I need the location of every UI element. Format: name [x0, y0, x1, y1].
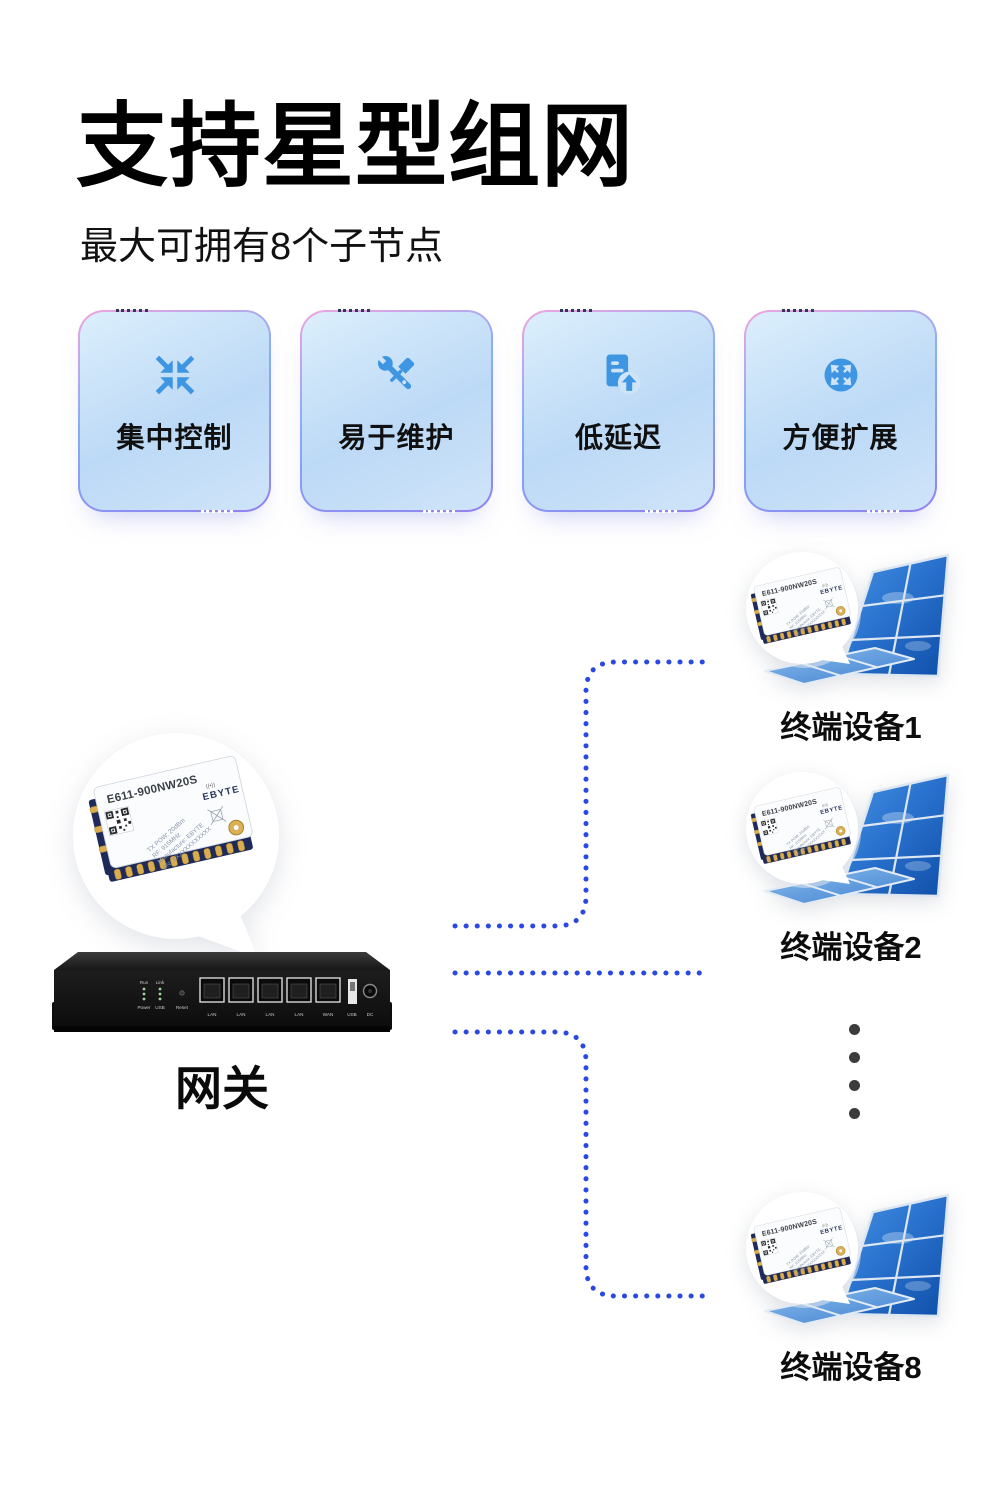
terminal-device-2: 终端设备2 — [690, 766, 980, 967]
expand-arrows-icon — [824, 358, 857, 392]
svg-text:LAN: LAN — [266, 1012, 275, 1017]
svg-text:Reset: Reset — [176, 1005, 189, 1010]
feature-label: 低延迟 — [574, 422, 662, 453]
gateway-label: 网关 — [175, 1062, 269, 1115]
feature-label: 集中控制 — [116, 422, 233, 453]
ellipsis-dots — [849, 1024, 860, 1119]
terminal-label: 终端设备2 — [780, 930, 922, 965]
tools-icon — [377, 355, 414, 390]
feature-card-centralized-control: 集中控制 — [78, 309, 271, 513]
svg-text:Run: Run — [140, 980, 149, 985]
led-cluster: Run Link Power USB — [137, 980, 164, 1010]
card-dot-decoration — [338, 309, 370, 312]
connector-path-terminal1 — [452, 659, 715, 929]
terminal-label: 终端设备1 — [780, 710, 922, 745]
feature-cards: 集中控制 易于维护 — [78, 309, 937, 513]
svg-text:WAN: WAN — [323, 1012, 334, 1017]
page-subtitle: 最大可拥有8个子节点 — [80, 226, 444, 268]
feature-label: 易于维护 — [338, 422, 455, 453]
rj45-port: LAN — [199, 977, 225, 1017]
dc-jack: DC — [362, 983, 378, 1017]
terminal-device-8: 终端设备8 — [690, 1186, 980, 1387]
page-title: 支持星型组网 — [76, 96, 635, 198]
card-dot-decoration — [116, 309, 148, 312]
feature-label: 方便扩展 — [782, 422, 899, 453]
svg-text:USB: USB — [347, 1012, 356, 1017]
compress-arrows-icon — [155, 355, 194, 395]
svg-text:Power: Power — [137, 1005, 150, 1010]
svg-text:LAN: LAN — [237, 1012, 246, 1017]
rj45-port: LAN — [257, 977, 283, 1017]
svg-text:Link: Link — [156, 980, 165, 985]
card-dot-decoration — [782, 309, 814, 312]
terminal-label: 终端设备8 — [780, 1350, 922, 1385]
card-dot-decoration — [645, 510, 677, 513]
card-dot-decoration — [560, 309, 592, 312]
rj45-port: WAN — [315, 977, 341, 1017]
card-dot-decoration — [201, 510, 233, 513]
terminal-device-1: 终端设备1 — [690, 546, 980, 747]
svg-text:USB: USB — [155, 1005, 164, 1010]
upload-doc-icon — [606, 354, 641, 395]
card-dot-decoration — [423, 510, 455, 513]
card-dot-decoration — [867, 510, 899, 513]
svg-text:LAN: LAN — [208, 1012, 217, 1017]
connector-path-terminal8 — [452, 1029, 715, 1299]
rj45-port: LAN — [228, 977, 254, 1017]
connector-lines — [452, 659, 715, 1299]
gateway-device: Run Link Power USB Reset LAN LAN — [52, 952, 392, 1032]
feature-card-low-latency: 低延迟 — [522, 309, 715, 513]
gateway-module-bubble — [73, 733, 279, 958]
svg-text:DC: DC — [367, 1012, 374, 1017]
feature-card-easy-expansion: 方便扩展 — [744, 309, 937, 513]
usb-port: USB — [347, 979, 357, 1017]
rj45-port: LAN — [286, 977, 312, 1017]
feature-card-easy-maintenance: 易于维护 — [300, 309, 493, 513]
reset-button: Reset — [176, 990, 189, 1010]
svg-text:LAN: LAN — [295, 1012, 304, 1017]
